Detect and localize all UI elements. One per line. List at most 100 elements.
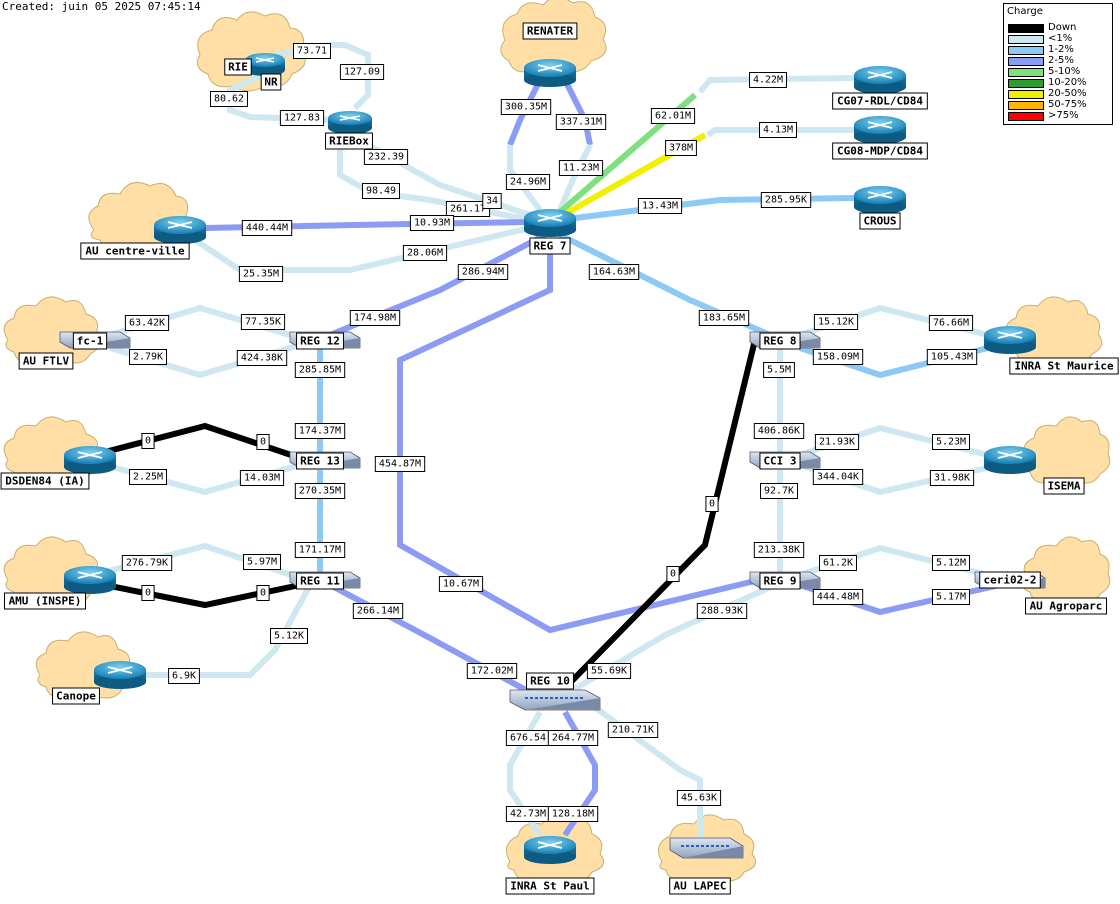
node-label[interactable]: CG07-RDL/CD84 [832, 92, 928, 110]
node-label[interactable]: Canope [52, 687, 100, 705]
link-value-label-text: 174.37M [299, 426, 341, 437]
node-label-text: REG 11 [300, 575, 340, 588]
legend-label: 5-10% [1048, 66, 1081, 77]
node-label[interactable]: AU LAPEC [669, 877, 731, 895]
link-amu-down[interactable] [104, 582, 301, 609]
node-label[interactable]: AU centre-ville [80, 242, 190, 260]
link-value-label-text: 92.7K [764, 486, 794, 497]
node-label[interactable]: NR [260, 73, 282, 91]
link-value-label: 28.06M [402, 245, 448, 261]
node-label-text: REG 8 [763, 335, 796, 348]
node-label-text: ISEMA [1047, 480, 1080, 493]
legend-item: 20-50% [1008, 88, 1112, 100]
switch-icon[interactable] [509, 689, 601, 711]
link-lapec[interactable] [583, 697, 703, 840]
node-label-text: AU Agroparc [1030, 600, 1103, 613]
router-icon[interactable] [984, 326, 1036, 354]
node-label[interactable]: AU Agroparc [1024, 597, 1108, 615]
router-icon[interactable] [245, 53, 285, 76]
link-renater-reg7-1[interactable] [507, 78, 543, 147]
router-icon[interactable] [94, 661, 146, 689]
link-value-label: 55.69K [586, 663, 632, 679]
legend-item: >75% [1008, 110, 1112, 122]
node-label[interactable]: REG 13 [296, 452, 344, 470]
link-value-label-text: 34 [486, 196, 498, 207]
switch-icon[interactable] [669, 837, 744, 859]
router-icon[interactable] [854, 116, 906, 144]
link-cg08-in[interactable] [706, 127, 855, 138]
node-label[interactable]: CCI 3 [759, 452, 801, 470]
created-timestamp: Created: juin 05 2025 07:45:14 [2, 0, 201, 13]
link-value-label: 0 [141, 433, 155, 449]
router-icon[interactable] [854, 66, 906, 94]
router-icon[interactable] [524, 836, 576, 864]
link-value-label: 276.79K [121, 555, 173, 571]
link-value-label-text: 5.5M [767, 365, 791, 376]
link-value-label-text: 232.39 [368, 152, 404, 163]
node-label[interactable]: AU FTLV [18, 352, 74, 370]
node-label-text: ceri02-2 [984, 574, 1037, 587]
node-label[interactable]: REG 7 [529, 237, 571, 255]
link-value-label-text: 4.22M [753, 75, 783, 86]
node-label[interactable]: REG 9 [759, 572, 801, 590]
node-label[interactable]: CG08-MDP/CD84 [832, 142, 928, 160]
node-label[interactable]: RIEBox [325, 132, 373, 150]
node-label[interactable]: fc-1 [72, 332, 108, 350]
link-value-label: 2.25M [129, 469, 167, 485]
link-renater-reg7-2[interactable] [507, 145, 543, 212]
link-reg7-reg9[interactable] [397, 240, 781, 634]
router-icon[interactable] [328, 111, 372, 134]
link-value-label: 14.03M [239, 470, 285, 486]
link-value-label: 24.96M [505, 174, 551, 190]
router-icon[interactable] [64, 446, 116, 474]
link-value-label: 92.7K [760, 483, 798, 499]
node-label[interactable]: RENATER [522, 22, 578, 40]
link-value-label: 5.97M [243, 554, 281, 570]
link-value-label-text: 288.93K [701, 606, 743, 617]
node-label[interactable]: INRA St Paul [505, 877, 595, 895]
link-value-label: 174.37M [294, 423, 346, 439]
node-label-text: NR [264, 76, 278, 89]
link-value-label: 77.35K [240, 314, 286, 330]
router-icon[interactable] [524, 209, 576, 237]
node-label[interactable]: REG 8 [759, 332, 801, 350]
link-value-label-text: 210.71K [612, 725, 654, 736]
link-value-label: 286.94M [457, 264, 509, 280]
node-label-text: INRA St Maurice [1014, 360, 1114, 373]
link-value-label: 0 [256, 434, 270, 450]
link-renater-reg7-3[interactable] [562, 78, 593, 146]
router-icon[interactable] [154, 216, 206, 244]
node-label-text: REG 12 [300, 335, 340, 348]
link-reg8-reg10-down[interactable] [562, 339, 758, 691]
link-value-label-text: 61.2K [823, 558, 853, 569]
link-dsden-down[interactable] [104, 422, 301, 461]
legend-item: 2-5% [1008, 55, 1112, 67]
link-value-label-text: 105.43M [931, 352, 973, 363]
node-label[interactable]: ISEMA [1043, 477, 1085, 495]
router-icon[interactable] [524, 59, 576, 87]
node-label[interactable]: REG 11 [296, 572, 344, 590]
link-crous[interactable] [574, 195, 856, 221]
router-icon[interactable] [64, 566, 116, 594]
node-label[interactable]: RIE [224, 58, 252, 76]
link-value-label: 4.22M [749, 72, 787, 88]
node-label[interactable]: ceri02-2 [979, 571, 1041, 589]
node-label-text: AMU (INSPE) [9, 595, 82, 608]
node-label[interactable]: REG 10 [526, 672, 574, 690]
link-value-label-text: 264.77M [552, 733, 594, 744]
node-label[interactable]: AMU (INSPE) [3, 592, 87, 610]
legend-item: 5-10% [1008, 66, 1112, 78]
legend-label: Down [1048, 22, 1077, 33]
link-value-label: 158.09M [812, 349, 864, 365]
link-value-label: 213.38K [753, 542, 805, 558]
link-value-label: 10.67M [438, 576, 484, 592]
node-label[interactable]: CROUS [859, 212, 901, 230]
router-icon[interactable] [984, 446, 1036, 474]
node-label[interactable]: INRA St Maurice [1009, 357, 1119, 375]
node-label-text: CG08-MDP/CD84 [837, 145, 923, 158]
node-label[interactable]: REG 12 [296, 332, 344, 350]
node-label-text: AU FTLV [23, 355, 70, 368]
router-icon[interactable] [854, 186, 906, 214]
node-label[interactable]: DSDEN84 (IA) [0, 472, 90, 490]
link-cg07-in[interactable] [697, 75, 856, 94]
